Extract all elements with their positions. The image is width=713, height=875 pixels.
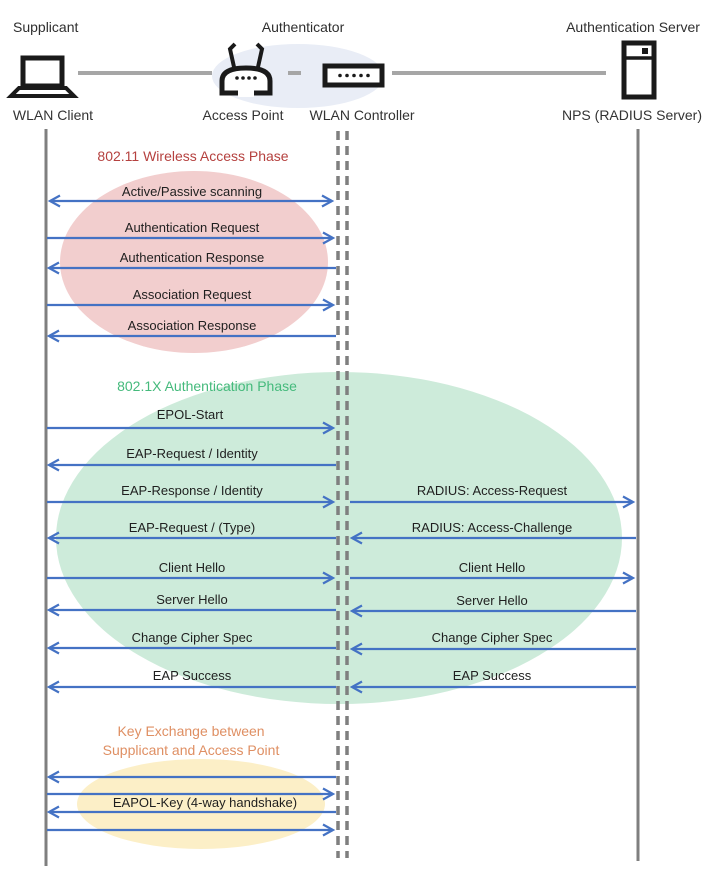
role-label-authenticator: Authenticator — [261, 19, 345, 35]
message-label-server-hello-left: Server Hello — [156, 592, 228, 607]
phase3-ellipse — [77, 759, 325, 849]
message-label-eap-success-right: EAP Success — [452, 668, 532, 683]
message-label-epol-start: EPOL-Start — [156, 407, 224, 422]
message-label-scanning: Active/Passive scanning — [121, 184, 263, 199]
message-label-change-cipher-left: Change Cipher Spec — [131, 630, 253, 645]
message-label-client-hello-left: Client Hello — [158, 560, 226, 575]
message-label-auth-request: Authentication Request — [124, 220, 260, 235]
message-label-radius-access-request: RADIUS: Access-Request — [416, 483, 568, 498]
message-label-eap-request-type: EAP-Request / (Type) — [128, 520, 256, 535]
message-label-assoc-request: Association Request — [132, 287, 252, 302]
node-label-wlan-controller: WLAN Controller — [309, 107, 415, 123]
message-label-server-hello-right: Server Hello — [456, 593, 528, 608]
node-label-wlan-client: WLAN Client — [12, 107, 94, 123]
wlan-controller-icon — [322, 63, 385, 88]
phase1-title: 802.11 Wireless Access Phase — [97, 148, 289, 164]
message-label-radius-access-challenge: RADIUS: Access-Challenge — [411, 520, 573, 535]
role-label-authentication-server: Authentication Server — [566, 19, 700, 35]
access-point-icon — [219, 42, 273, 97]
message-label-eap-request-identity: EAP-Request / Identity — [126, 446, 258, 461]
node-label-access-point: Access Point — [202, 107, 284, 123]
message-label-assoc-response: Association Response — [127, 318, 257, 333]
message-label-eap-response-identity: EAP-Response / Identity — [121, 483, 263, 498]
message-label-auth-response: Authentication Response — [119, 250, 265, 265]
role-label-supplicant: Supplicant — [13, 19, 79, 35]
phase3-title-line2: Supplicant and Access Point — [102, 742, 280, 758]
message-label-eapol-key: EAPOL-Key (4-way handshake) — [112, 795, 298, 810]
phase1-ellipse — [60, 171, 328, 353]
phase3-title-line1: Key Exchange between — [117, 723, 265, 739]
message-label-client-hello-right: Client Hello — [458, 560, 526, 575]
laptop-icon — [6, 55, 79, 98]
phase2-title: 802.1X Authentication Phase — [117, 378, 297, 394]
node-label-nps-radius-server: NPS (RADIUS Server) — [561, 107, 703, 123]
message-arrows — [46, 194, 636, 837]
message-label-eap-success-left: EAP Success — [152, 668, 232, 683]
lifelines — [44, 129, 640, 866]
phase3-title: Key Exchange between Supplicant and Acce… — [103, 722, 280, 760]
message-label-change-cipher-right: Change Cipher Spec — [431, 630, 553, 645]
server-icon — [621, 40, 657, 100]
